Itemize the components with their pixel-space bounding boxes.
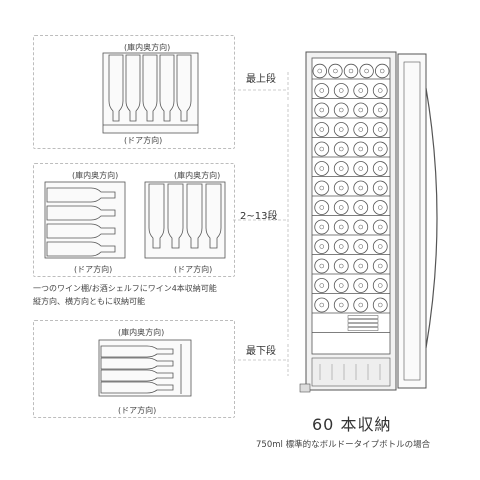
wine-cabinet-illustration xyxy=(299,51,438,393)
depth-direction-label-left: (庫内奥方向) xyxy=(72,171,119,180)
depth-direction-label-bottom: (庫内奥方向) xyxy=(118,328,165,337)
depth-direction-label: (庫内奥方向) xyxy=(124,43,171,52)
middle-shelf-bottles-vertical xyxy=(144,181,226,259)
middle-shelf-label: 2~13段 xyxy=(240,211,278,222)
shelf-orientation-note: 縦方向、横方向ともに収納可能 xyxy=(33,297,145,306)
bottom-shelf-label: 最下段 xyxy=(246,346,276,357)
top-shelf-bottles-vertical xyxy=(102,52,199,134)
door-direction-label-bottom: (ドア方向) xyxy=(118,406,157,415)
bottom-shelf-bottles-horizontal xyxy=(98,339,192,397)
door-direction-label-left: (ドア方向) xyxy=(74,265,113,274)
capacity-title: 60 本収納 xyxy=(312,415,392,434)
shelf-capacity-note: 一つのワイン棚/お酒シェルフにワイン4本収納可能 xyxy=(33,284,217,293)
door-direction-label: (ドア方向) xyxy=(124,136,163,145)
depth-direction-label-right: (庫内奥方向) xyxy=(174,171,221,180)
capacity-note: 750ml 標準的なボルドータイプボトルの場合 xyxy=(256,440,431,450)
door-direction-label-right: (ドア方向) xyxy=(174,265,213,274)
middle-shelf-bottles-horizontal xyxy=(44,181,126,259)
top-shelf-label: 最上段 xyxy=(246,74,276,85)
